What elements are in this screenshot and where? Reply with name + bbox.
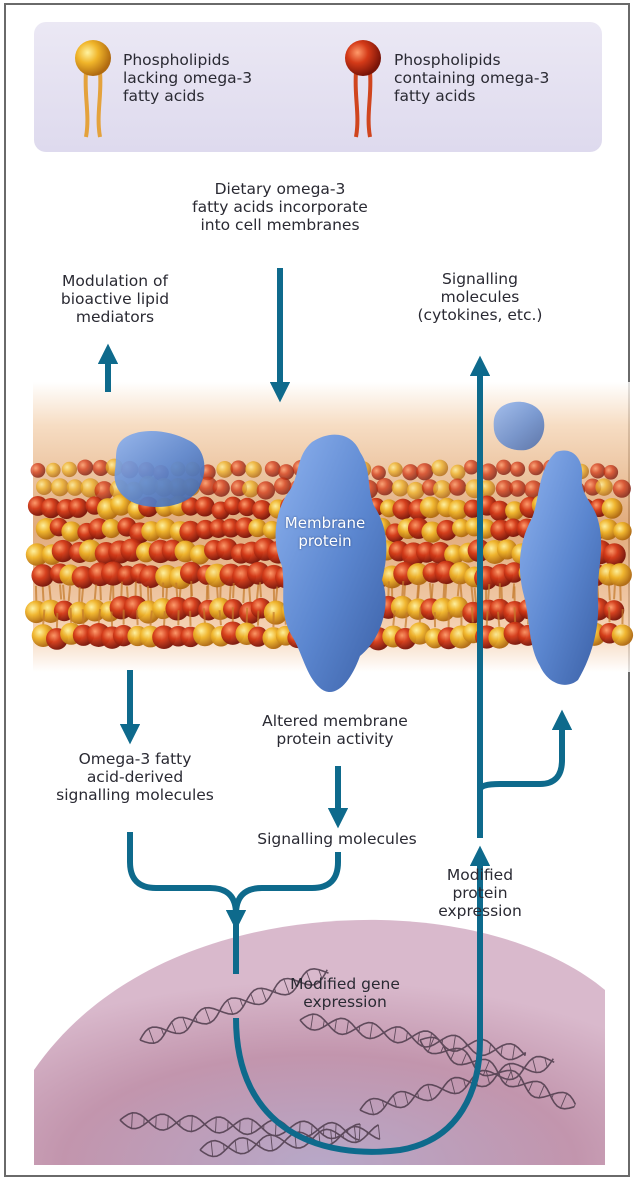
label-signalling-mid: Signalling molecules	[222, 830, 452, 848]
legend-label-containing: Phospholipids containing omega-3 fatty a…	[394, 51, 549, 105]
label-membrane-protein: Membrane protein	[270, 514, 380, 550]
label-signalling-top: Signalling molecules (cytokines, etc.)	[380, 270, 580, 324]
label-altered-activity: Altered membrane protein activity	[230, 712, 440, 748]
membrane-protein-far-right	[494, 402, 545, 451]
label-modulation: Modulation of bioactive lipid mediators	[20, 272, 210, 326]
membrane-protein-left	[115, 431, 205, 507]
label-dietary-omega3: Dietary omega-3 fatty acids incorporate …	[150, 180, 410, 234]
label-omega-derived: Omega-3 fatty acid-derived signalling mo…	[30, 750, 240, 804]
label-modified-gene: Modified gene expression	[270, 975, 420, 1011]
legend-label-lacking: Phospholipids lacking omega-3 fatty acid…	[123, 51, 252, 105]
label-modified-protein: Modified protein expression	[420, 866, 540, 920]
